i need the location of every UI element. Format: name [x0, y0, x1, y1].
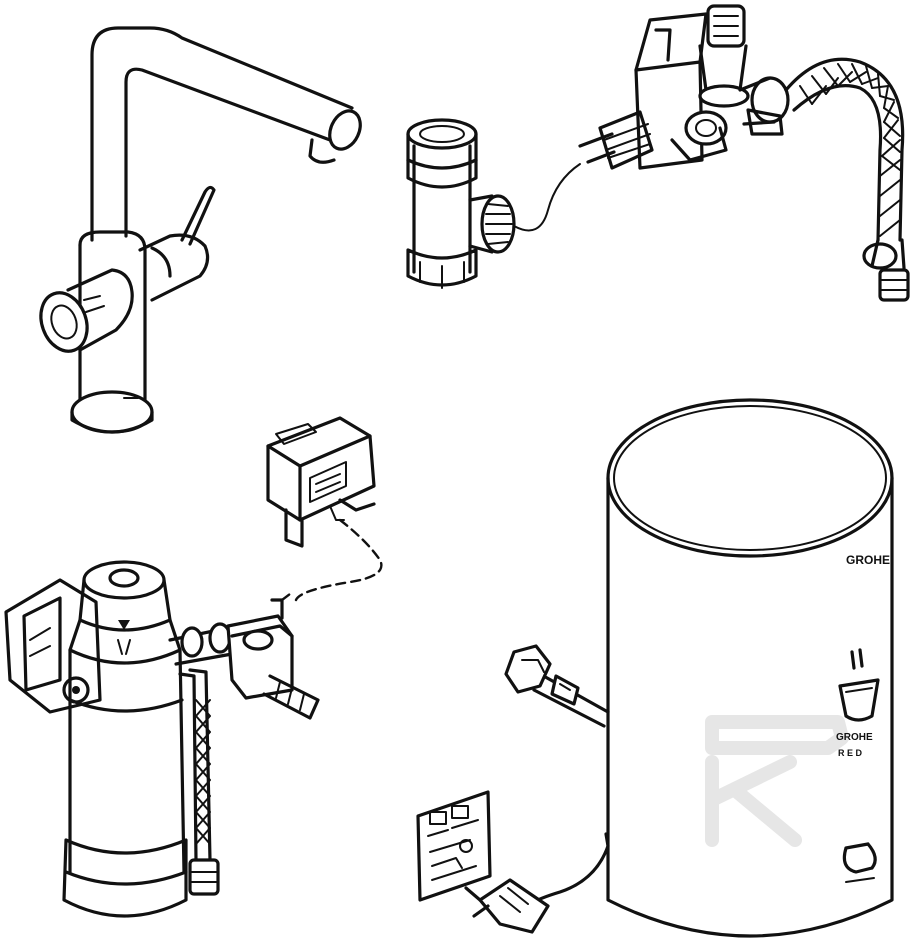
valve-assembly	[578, 4, 910, 302]
watermark-logo: K	[705, 715, 849, 847]
instruction-card	[416, 790, 492, 902]
boiler-panel-letters: R E D	[838, 748, 863, 758]
faucet	[39, 26, 362, 434]
boiler-brand-label: GROHE	[846, 553, 890, 567]
boiler-panel-label: GROHE	[836, 732, 873, 743]
control-box	[266, 416, 383, 602]
filter-unit	[4, 560, 320, 918]
tee-fitting	[406, 118, 581, 289]
boiler: GROHE GROHE R E D	[464, 398, 894, 938]
